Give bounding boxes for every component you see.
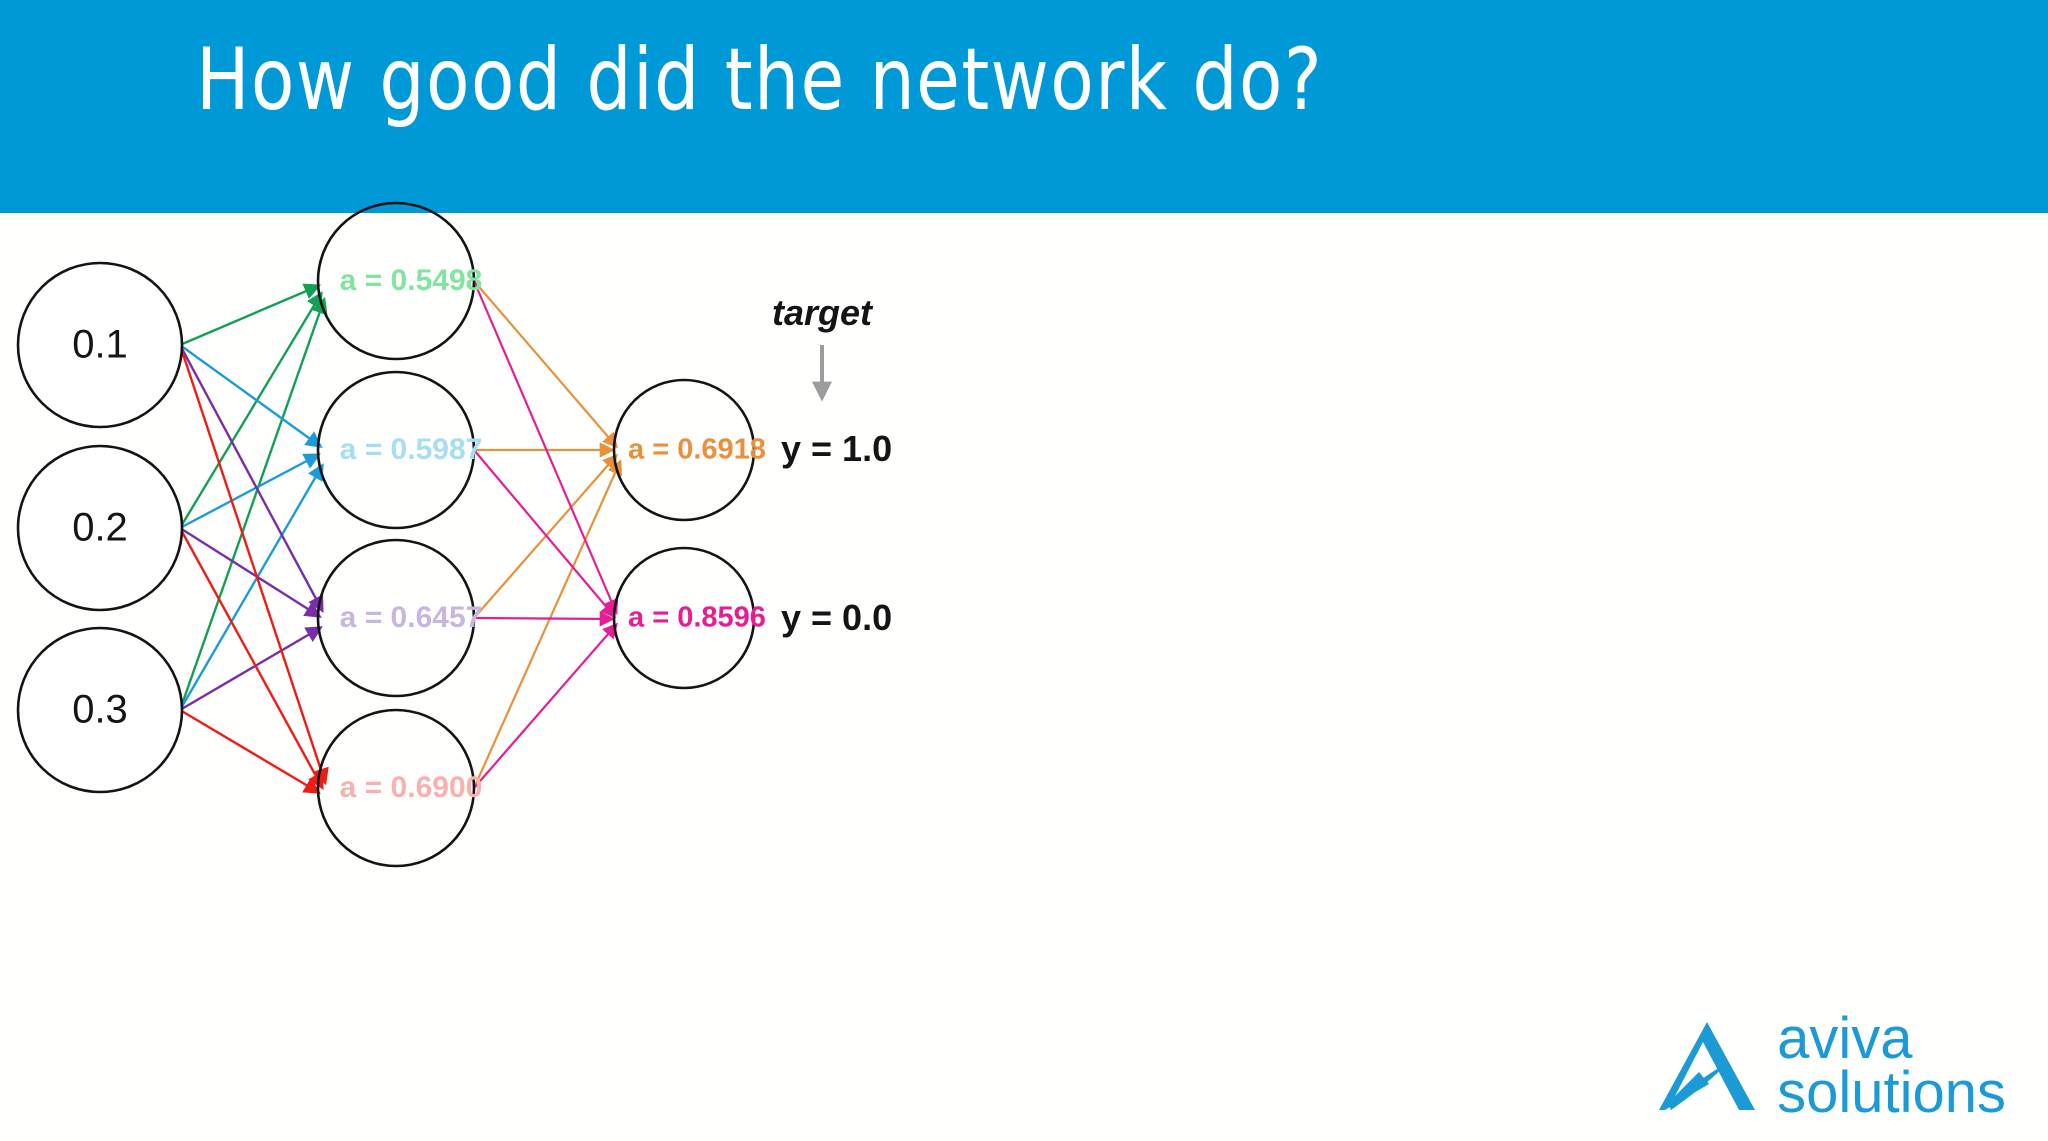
node-label-input-2: 0.2 [72,505,128,550]
network-nodes [16,201,756,868]
page-title: How good did the network do? [196,30,1324,130]
node-input-3 [16,626,184,794]
node-input-1 [16,261,184,429]
aviva-logo-text: aviva solutions [1777,1006,2006,1125]
target-value-output-1: y = 1.0 [781,428,893,469]
target-label: target [771,292,873,333]
target-value-output-2: y = 0.0 [781,597,893,638]
node-label-hidden-2: a = 0.5987 [339,433,483,466]
title-banner: How good did the network do? [0,0,2048,213]
node-output-1 [612,378,756,522]
edges-hidden-to-output [472,280,622,789]
logo-line-1: aviva [1777,1006,1913,1072]
edges-input-to-hidden [178,283,329,794]
node-hidden-2 [316,370,476,530]
node-hidden-3 [316,538,476,698]
node-hidden-1 [316,201,476,361]
aviva-solutions-logo: aviva solutions [1655,1006,2006,1125]
node-label-output-1: a = 0.6918 [628,433,766,466]
node-label-input-1: 0.1 [72,322,128,367]
node-label-output-2: a = 0.8596 [628,601,766,634]
node-output-2 [612,546,756,690]
aviva-logo-mark [1659,1021,1756,1110]
node-label-hidden-3: a = 0.6457 [339,601,483,634]
node-label-input-3: 0.3 [72,687,128,732]
node-hidden-4 [316,708,476,868]
node-input-2 [16,444,184,612]
node-label-hidden-1: a = 0.5498 [339,264,483,297]
node-label-hidden-4: a = 0.6900 [339,771,483,804]
logo-line-2: solutions [1777,1059,2006,1125]
